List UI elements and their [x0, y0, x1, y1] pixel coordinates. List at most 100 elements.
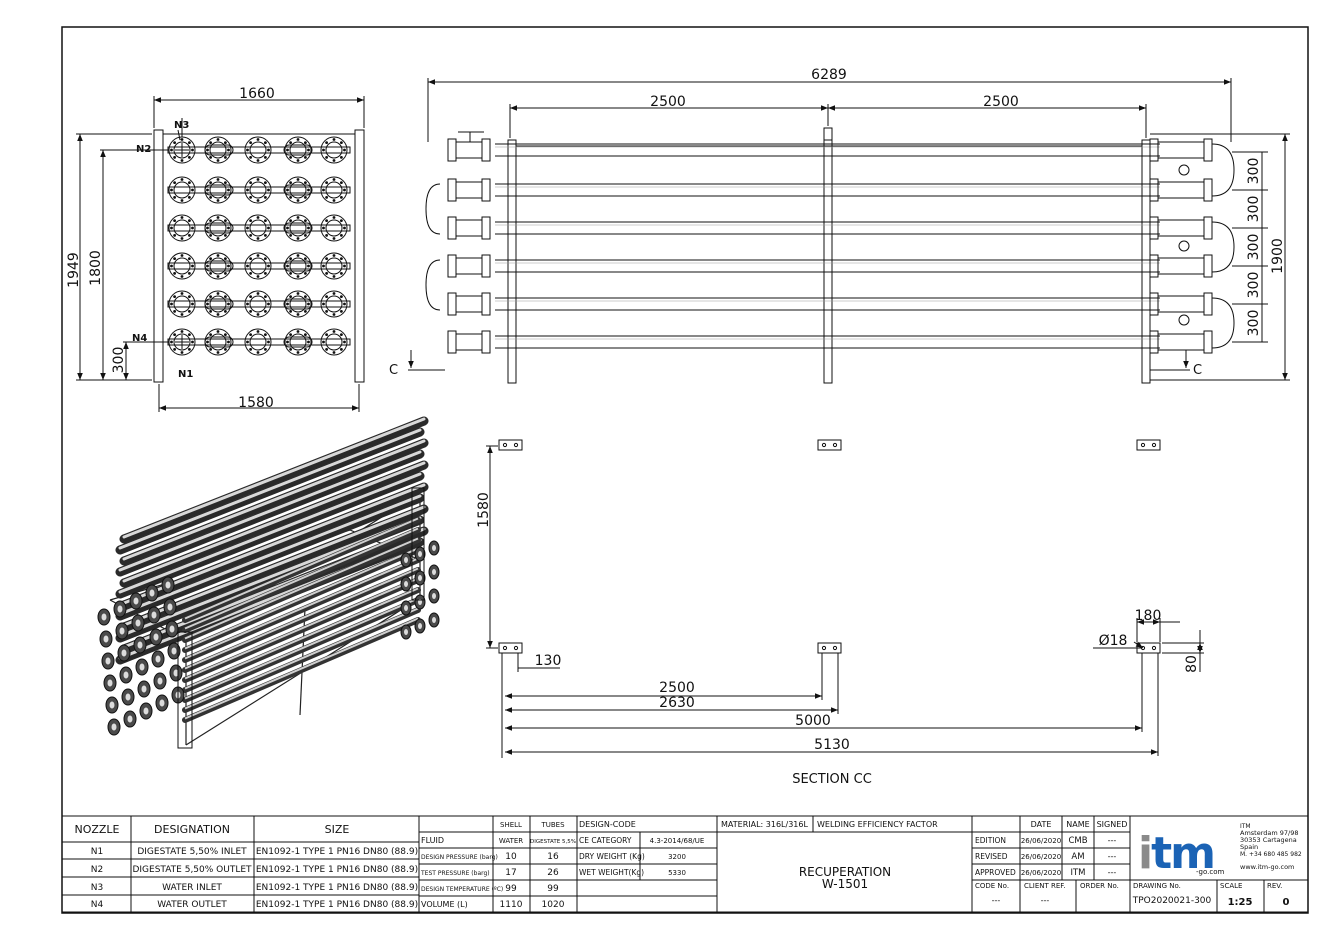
bolt	[224, 348, 227, 351]
flange-bore	[289, 257, 307, 275]
side-flange	[481, 330, 491, 354]
side-flange	[481, 216, 491, 240]
nozzle-label-n2: N2	[136, 144, 151, 155]
logo-letter: t	[1151, 828, 1172, 879]
iso-tube-highlight	[184, 527, 419, 630]
bolt	[180, 351, 184, 354]
bolt	[209, 196, 213, 199]
bolt	[170, 226, 173, 230]
bolt	[264, 348, 267, 351]
flange-bore	[209, 219, 227, 237]
bolt	[289, 196, 292, 199]
flange-bore	[325, 141, 343, 159]
iso-flange-bore	[432, 617, 436, 623]
bolt	[267, 188, 270, 192]
return-bend	[204, 336, 234, 348]
iso-tube-highlight	[122, 439, 426, 561]
bolt	[209, 310, 213, 313]
iso-flange-bore	[125, 693, 131, 701]
iso-flange-bore	[404, 629, 408, 635]
tee-fitting	[1157, 333, 1205, 351]
flange-bore	[249, 295, 267, 313]
dim-section-5130: 5130	[814, 737, 850, 753]
bolt	[216, 199, 220, 202]
bolt	[340, 234, 343, 237]
dim-front-bottom: 1580	[238, 395, 274, 411]
title-block	[716, 815, 1309, 913]
nozzle-size: EN1092-1 TYPE 1 PN16 DN80 (88.9)	[256, 847, 418, 857]
dim-section-130: 130	[535, 653, 562, 669]
side-flange	[1149, 138, 1159, 162]
dim-pitch-5: 300	[1246, 310, 1262, 337]
bolt	[173, 141, 177, 145]
side-flange	[481, 292, 491, 316]
iso-flange-bore	[173, 669, 179, 677]
bolt	[340, 272, 343, 275]
bolt	[216, 159, 220, 162]
bolt	[289, 310, 292, 313]
nozzle-table-header-designation: DESIGNATION	[154, 823, 230, 836]
bolt	[322, 302, 325, 306]
bolt	[224, 257, 227, 260]
bolt	[289, 295, 292, 298]
flange-bore	[209, 333, 227, 351]
rev-value: 0	[1283, 897, 1290, 908]
logo-sub: -go.com	[1196, 868, 1224, 876]
bolt	[191, 148, 194, 152]
rev-signed: ---	[1108, 836, 1117, 845]
company-line-5: M. +34 680 485 982	[1240, 851, 1302, 858]
side-flange	[1149, 254, 1159, 278]
flange	[244, 136, 272, 164]
bolt	[325, 141, 328, 145]
bolt	[227, 302, 230, 306]
scale-value: 1:25	[1228, 897, 1253, 908]
bolt	[249, 257, 253, 260]
iso-flange-bore	[155, 655, 161, 663]
flange	[244, 290, 272, 318]
code-label: CODE No.	[975, 882, 1009, 890]
bolt	[216, 351, 220, 354]
rev-stage: APPROVED	[975, 868, 1016, 877]
iso-flange-bore	[404, 557, 408, 563]
section-cc-view	[486, 439, 1204, 758]
dim-pitch-4: 300	[1246, 272, 1262, 299]
logo-letter: i	[1138, 828, 1151, 879]
side-view	[408, 78, 1290, 384]
bolt	[304, 196, 307, 199]
bolt	[304, 234, 307, 237]
flange	[168, 176, 196, 204]
bolt	[256, 216, 260, 219]
company-website: www.itm-go.com	[1240, 863, 1294, 871]
company-line-4: Spain	[1240, 843, 1258, 851]
front-header-pipe	[167, 224, 351, 232]
bolt	[343, 148, 346, 152]
iso-flange-bore	[103, 635, 109, 643]
bolt	[296, 159, 300, 162]
return-bend	[204, 222, 234, 234]
dim-front-low: 300	[111, 347, 127, 374]
design-param: DESIGN PRESSURE (barg)	[421, 854, 498, 861]
nozzle-table-row: N1 DIGESTATE 5,50% INLET EN1092-1 TYPE 1…	[91, 847, 418, 857]
return-bend	[283, 144, 313, 156]
bolt	[304, 219, 307, 223]
bolt	[249, 196, 253, 199]
bolt	[325, 310, 328, 313]
design-code-value: 5330	[668, 869, 686, 877]
bolt	[188, 156, 191, 159]
logo-letter: m	[1170, 828, 1214, 879]
bolt	[289, 348, 292, 351]
bolt	[224, 156, 227, 159]
front-header-pipe	[167, 262, 351, 270]
bolt	[296, 216, 300, 219]
nozzle-table-header-nozzle: NOZZLE	[74, 823, 119, 836]
iso-tube	[182, 547, 421, 653]
flange-bore	[289, 219, 307, 237]
bolt	[246, 264, 249, 268]
bolt	[343, 302, 346, 306]
bolt	[180, 292, 184, 295]
bolt	[304, 295, 307, 298]
bolt	[289, 219, 292, 223]
iso-tube-highlight	[184, 607, 419, 710]
tee-fitting	[1157, 219, 1205, 237]
